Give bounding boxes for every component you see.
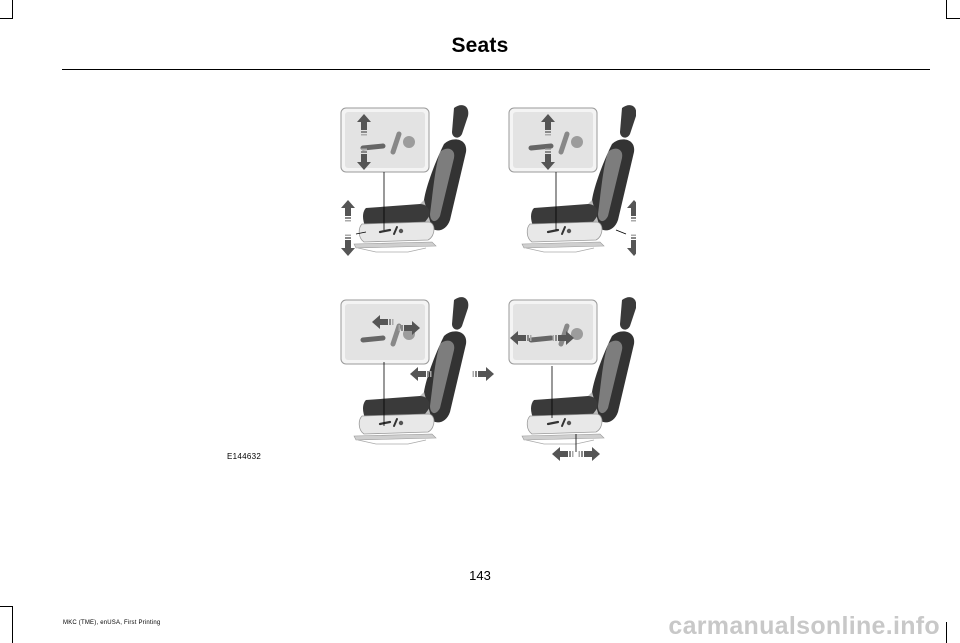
page-number: 143 xyxy=(469,568,491,583)
seat-adjustment-figure xyxy=(336,100,641,470)
seat-adjustment-illustration xyxy=(336,104,641,461)
crop-mark-bottom-left-h xyxy=(0,606,13,607)
page-title: Seats xyxy=(451,34,509,57)
crop-mark-bottom-left-v xyxy=(12,606,13,643)
footer-text: MKC (TME), enUSA, First Printing xyxy=(63,620,161,626)
crop-mark-top-left-h xyxy=(0,18,13,19)
panel-fore-aft-adjust xyxy=(509,296,638,461)
crop-mark-top-right-h xyxy=(946,18,960,19)
figure-id: E144632 xyxy=(227,452,262,461)
panel-recline-adjust xyxy=(341,296,494,446)
watermark-text: carmanualsonline.info xyxy=(668,612,940,640)
panel-height-adjust-front xyxy=(341,104,470,256)
crop-mark-top-right-v xyxy=(946,0,947,18)
crop-mark-top-left-v xyxy=(12,0,13,18)
panel-height-adjust-rear xyxy=(509,104,641,256)
crop-mark-bottom-right-v xyxy=(946,622,947,643)
header-rule xyxy=(62,69,930,70)
